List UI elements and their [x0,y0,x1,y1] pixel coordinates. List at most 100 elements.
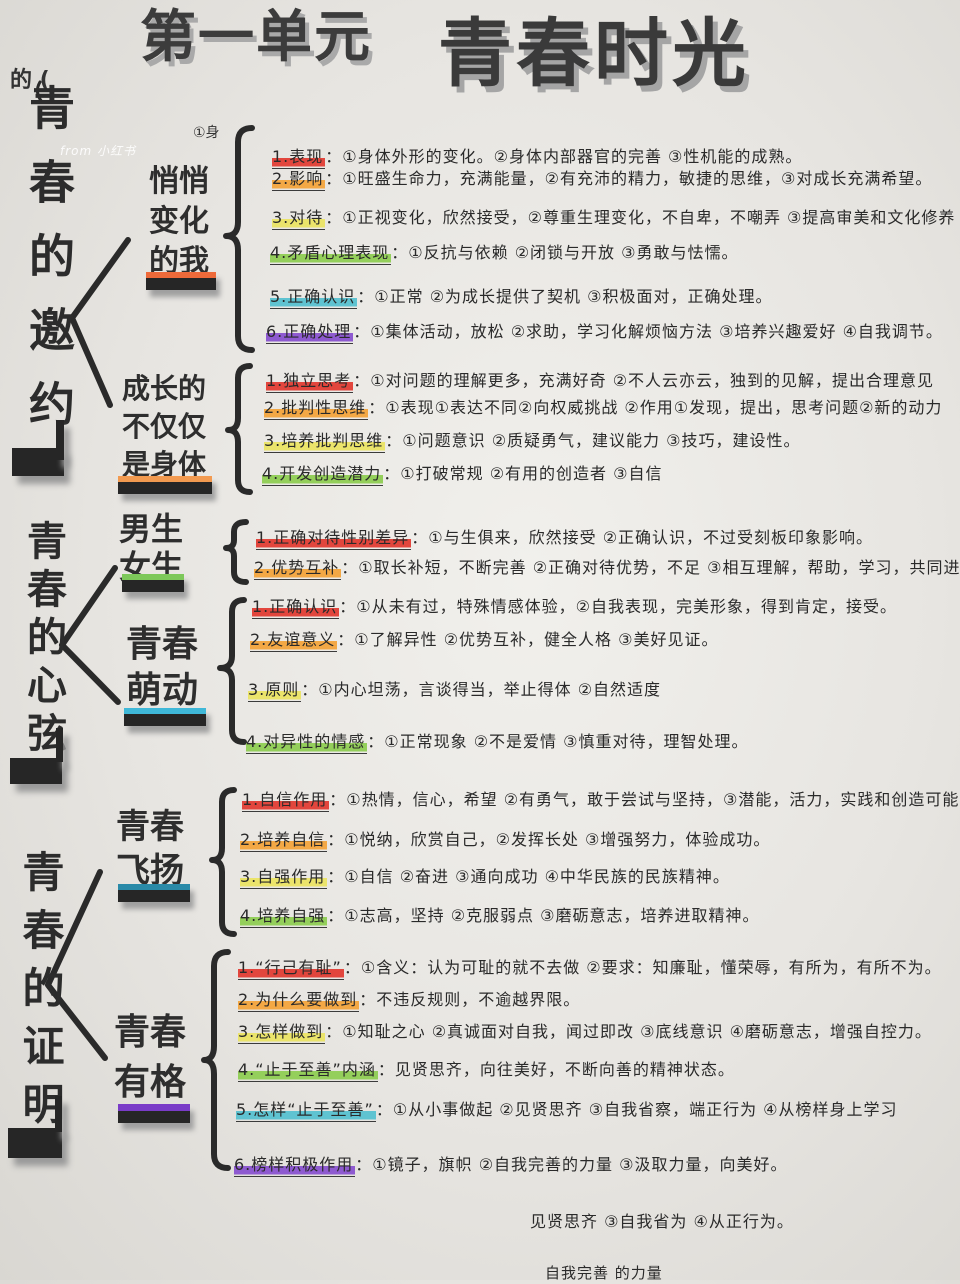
topic-5-highlight-box [118,884,190,902]
item-text: ：①与生俱来，欣然接受 ②正确认识，不过受刻板印象影响。 [411,528,874,547]
item-text: ：①热情，信心，希望 ②有勇气，敢于尝试与坚持，③潜能，活力，实践和创造可能 [329,790,960,809]
chapter-3-underline-bar [55,1096,62,1132]
list-item: 4.培养自强：①志高，坚持 ②克服弱点 ③磨砺意志，培养进取精神。 [240,905,760,928]
item-text: ：①旺盛生命力，充满能量，②有充沛的精力，敏捷的思维，③对成长充满希望。 [325,169,933,188]
item-text: ：①从未有过，特殊情感体验，②自我表现，完美形象，得到肯定，接受。 [339,597,897,616]
item-text: ：①对问题的理解更多，充满好奇 ②不人云亦云，独到的见解，提出合理意见 [353,371,935,390]
list-item: 2.批判性思维：①表现①表达不同②向权威挑战 ②作用①发现，提出，思考问题②新的… [264,397,943,420]
item-label: 5.正确认识 [270,287,358,309]
item-text: ：①问题意识 ②质疑勇气，建议能力 ③技巧，建设性。 [385,431,801,450]
item-text: ：①含义：认为可耻的就不去做 ②要求：知廉耻，懂荣辱，有所为，有所不为。 [343,958,942,977]
list-item: 6.榜样积极作用：①镜子，旗帜 ②自我完善的力量 ③汲取力量，向美好。 [234,1154,788,1177]
item-text: ：①表现①表达不同②向权威挑战 ②作用①发现，提出，思考问题②新的动力 [368,398,943,417]
list-item: 3.对待：①正视变化，欣然接受，②尊重生理变化，不自卑，不嘲弄 ③提高审美和文化… [272,207,956,230]
list-item: 1.正确认识：①从未有过，特殊情感体验，②自我表现，完美形象，得到肯定，接受。 [252,596,897,619]
item-text: ：①正视变化，欣然接受，②尊重生理变化，不自卑，不嘲弄 ③提高审美和文化修养 [325,208,956,227]
item-text: ：①反抗与依赖 ②闭锁与开放 ③勇敢与怯懦。 [391,243,739,262]
list-item: 2.友谊意义：①了解异性 ②优势互补，健全人格 ③美好见证。 [250,629,719,652]
brace-topic-5 [209,787,237,937]
list-item: 2.影响：①旺盛生命力，充满能量，②有充沛的精力，敏捷的思维，③对成长充满希望。 [272,168,933,191]
item-text: ：不违反规则，不逾越界限。 [359,990,581,1009]
item-label: 1.正确认识 [252,597,340,619]
chapter-1-underline-bar [56,420,64,460]
list-item: 2.培养自信：①悦纳，欣赏自己，②发挥长处 ③增强努力，体验成功。 [240,829,771,852]
topic-title-6: 青春有格 [113,1012,186,1103]
list-item: 1.“行己有耻”：①含义：认为可耻的就不去做 ②要求：知廉耻，懂荣辱，有所为，有… [238,957,942,980]
branch-lines-chapter-2 [59,565,121,705]
item-text: ：①正常现象 ②不是爱情 ③慎重对待，理智处理。 [367,732,749,751]
list-item: 4.矛盾心理表现：①反抗与依赖 ②闭锁与开放 ③勇敢与怯懦。 [270,242,739,265]
top-left-fragment: 的 ( [10,68,50,93]
chapter-2-underline-box [10,758,62,784]
list-item: 1.表现：①身体外形的变化。②身体内部器官的完善 ③性机能的成熟。 [272,146,803,169]
item-label: 2.影响 [272,169,326,191]
item-label: 3.原则 [248,680,302,702]
item-label: 2.批判性思维 [264,398,369,420]
item-text: ：①自信 ②奋进 ③通向成功 ④中华民族的民族精神。 [327,867,730,886]
item-text: ：①志高，坚持 ②克服弱点 ③磨砺意志，培养进取精神。 [327,906,760,925]
item-label: 3.自强作用 [240,867,328,889]
chapter-title-2: 青春的心弦 [20,520,66,760]
item-text: ：①打破常规 ②有用的创造者 ③自信 [383,464,663,483]
item-label: 2.培养自信 [240,830,328,852]
list-item: 1.正确对待性别差异：①与生俱来，欣然接受 ②正确认识，不过受刻板印象影响。 [256,527,874,550]
topic-title-5: 青春飞扬 [116,807,184,891]
branch-lines-chapter-1 [69,237,131,408]
brace-topic-4 [217,597,247,745]
chapter-title-3: 青春的证明 [16,850,65,1140]
topic-1-highlight-box [146,272,216,290]
item-label: 1.“行己有耻” [238,958,344,980]
item-text: ：①内心坦荡，言谈得当，举止得体 ②自然适度 [301,680,662,699]
item-label: 3.对待 [272,208,326,230]
list-item: 5.怎样“止于至善”：①从小事做起 ②见贤思齐 ③自我省察，端正行为 ④从榜样身… [236,1099,898,1122]
item-label: 3.怎样做到 [238,1022,326,1044]
list-item: 6.正确处理：①集体活动，放松 ②求助，学习化解烦恼方法 ③培养兴趣爱好 ④自我… [266,321,943,344]
item-text: ：①知耻之心 ②真诚面对自我，闻过即改 ③底线意识 ④磨砺意志，增强自控力。 [325,1022,932,1041]
topic-6-highlight-box [118,1104,190,1123]
item-label: 4.培养自强 [240,906,328,928]
list-item: 1.独立思考：①对问题的理解更多，充满好奇 ②不人云亦云，独到的见解，提出合理意… [266,370,935,393]
item-label: 2.为什么要做到 [238,990,360,1012]
topic-title-4: 青春萌动 [125,624,198,711]
item-label: 5.怎样“止于至善” [236,1100,376,1122]
item-text: ：①了解异性 ②优势互补，健全人格 ③美好见证。 [337,630,719,649]
brace-topic-3 [223,519,249,585]
item-label: 1.表现 [272,147,326,169]
list-item: 1.自信作用：①热情，信心，希望 ②有勇气，敢于尝试与坚持，③潜能，活力，实践和… [242,789,960,812]
item-label: 2.友谊意义 [250,630,338,652]
list-item: 2.优势互补：①取长补短，不断完善 ②正确对待优势，不足 ③相互理解，帮助，学习… [254,557,960,580]
list-item: 5.正确认识：①正常 ②为成长提供了契机 ③积极面对，正确处理。 [270,286,773,309]
item-label: 6.正确处理 [266,322,354,344]
topic-title-1: 悄悄变化的我 [149,164,209,279]
item-label: 1.正确对待性别差异 [256,528,412,550]
topic-4-highlight-box [124,708,206,726]
item-text: ：①从小事做起 ②见贤思齐 ③自我省察，端正行为 ④从榜样身上学习 [375,1100,898,1119]
topic-3-highlight-box [122,574,184,592]
chapter-1-underline-box [12,448,64,476]
topic-2-highlight-box [118,476,212,494]
item-text: ：①悦纳，欣赏自己，②发挥长处 ③增强努力，体验成功。 [327,830,771,849]
topic-title-2: 成长的不仅仅是身体 [121,372,206,481]
brace-topic-6 [201,949,231,1171]
chapter-title-1: 青春的邀约 [22,84,76,454]
chapter-2-underline-bar [56,728,63,762]
item-label: 1.自信作用 [242,790,330,812]
item-text: ：①取长补短，不断完善 ②正确对待优势，不足 ③相互理解，帮助，学习，共同进步 [341,558,960,577]
list-item: 4.对异性的情感：①正常现象 ②不是爱情 ③慎重对待，理智处理。 [246,731,749,754]
item-label: 4.对异性的情感 [246,732,368,754]
continuation-note: 见贤思齐 ③自我省为 ④从正行为。 [530,1212,794,1231]
item-text: ：①镜子，旗帜 ②自我完善的力量 ③汲取力量，向美好。 [355,1155,788,1174]
item-text: ：①集体活动，放松 ②求助，学习化解烦恼方法 ③培养兴趣爱好 ④自我调节。 [353,322,943,341]
unit-title: 第一单元 [140,5,372,70]
list-item: 3.原则：①内心坦荡，言谈得当，举止得体 ②自然适度 [248,679,662,702]
item-text: ：①身体外形的变化。②身体内部器官的完善 ③性机能的成熟。 [325,147,803,166]
item-label: 2.优势互补 [254,558,342,580]
item-label: 6.榜样积极作用 [234,1155,356,1177]
item-label: 4.“止于至善”内涵 [238,1060,378,1082]
item-text: ：见贤思齐，向往美好，不断向善的精神状态。 [377,1060,735,1079]
list-item: 4.“止于至善”内涵：见贤思齐，向往美好，不断向善的精神状态。 [238,1059,735,1082]
bottom-fragment: 自我完善 的力量 [545,1264,663,1282]
watermark: from 小红书 [60,144,137,158]
brace-topic-2 [225,363,253,495]
